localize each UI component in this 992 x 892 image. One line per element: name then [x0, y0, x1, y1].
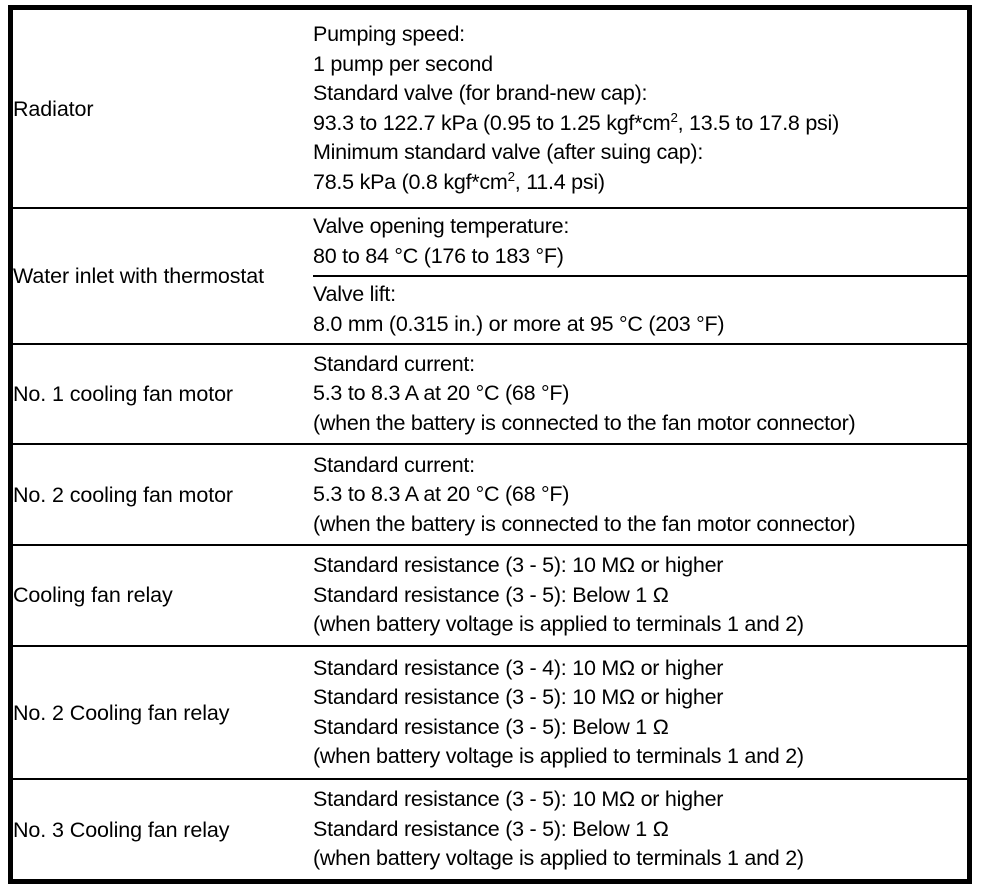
spec-value-cell: Standard resistance (3 - 5): 10 MΩ or hi…: [313, 778, 967, 879]
spec-value-lines: Standard resistance (3 - 5): 10 MΩ or hi…: [313, 551, 967, 640]
table-row: No. 1 cooling fan motor Standard current:…: [13, 342, 967, 445]
table-row: No. 3 Cooling fan relay Standard resistan…: [13, 778, 967, 879]
table-row: Valve lift: 8.0 mm (0.315 in.) or more at…: [13, 274, 967, 344]
spec-label-text: Water inlet with thermostat: [13, 263, 265, 288]
spec-value-line: Standard resistance (3 - 5): 10 MΩ or hi…: [313, 553, 724, 578]
spec-value-line: 80 to 84 °C (176 to 183 °F): [313, 243, 564, 268]
spec-value-line: Standard resistance (3 - 5): Below 1 Ω: [313, 714, 669, 739]
spec-value-line: Valve opening temperature:: [313, 214, 570, 239]
spec-label-cell: Radiator: [13, 10, 313, 208]
spec-label-cell: Water inlet with thermostat: [13, 207, 313, 344]
spec-label-cell: No. 2 cooling fan motor: [13, 443, 313, 546]
spec-value-line: (when battery voltage is applied to term…: [313, 612, 804, 637]
spec-value-cell: Valve opening temperature: 80 to 84 °C (1…: [313, 207, 967, 276]
spec-value-line: 5.3 to 8.3 A at 20 °C (68 °F): [313, 381, 570, 406]
spec-value-line: 93.3 to 122.7 kPa (0.95 to 1.25 kgf*cm2,…: [313, 109, 839, 135]
spec-value-line: Minimum standard valve (after suing cap)…: [313, 140, 704, 165]
spec-value-line: (when the battery is connected to the fa…: [313, 511, 856, 536]
spec-value-line: (when the battery is connected to the fa…: [313, 410, 856, 435]
spec-value-line: Standard current:: [313, 351, 475, 376]
spec-value-lines: Valve lift: 8.0 mm (0.315 in.) or more at…: [313, 280, 967, 339]
spec-value-cell: Standard current: 5.3 to 8.3 A at 20 °C (…: [313, 443, 967, 546]
table-row: Cooling fan relay Standard resistance (3 …: [13, 544, 967, 646]
spec-value-cell: Standard resistance (3 - 5): 10 MΩ or hi…: [313, 544, 967, 646]
spec-value-cell: Standard resistance (3 - 4): 10 MΩ or hi…: [313, 644, 967, 780]
spec-value-line: Standard resistance (3 - 5): 10 MΩ or hi…: [313, 685, 724, 710]
spec-label-text: No. 1 cooling fan motor: [13, 382, 233, 407]
spec-label-cell: No. 1 cooling fan motor: [13, 342, 313, 445]
spec-value-line: Pumping speed:: [313, 22, 465, 47]
spec-label-text: No. 3 Cooling fan relay: [13, 817, 230, 842]
table-row: No. 2 cooling fan motor Standard current:…: [13, 443, 967, 546]
spec-value-line: Standard resistance (3 - 4): 10 MΩ or hi…: [313, 655, 724, 680]
spec-value-line: 5.3 to 8.3 A at 20 °C (68 °F): [313, 482, 570, 507]
spec-value-lines: Standard current: 5.3 to 8.3 A at 20 °C (…: [313, 350, 967, 439]
spec-label-text: No. 2 Cooling fan relay: [13, 700, 230, 725]
spec-value-line: Standard resistance (3 - 5): Below 1 Ω: [313, 816, 669, 841]
table-row: Water inlet with thermostat Valve opening…: [13, 207, 967, 344]
spec-value-line: (when battery voltage is applied to term…: [313, 846, 804, 871]
spec-value-line: 78.5 kPa (0.8 kgf*cm2, 11.4 psi): [313, 168, 605, 194]
spec-label-cell: Cooling fan relay: [13, 544, 313, 646]
spec-value-line: Standard resistance (3 - 5): 10 MΩ or hi…: [313, 787, 724, 812]
spec-value-line: Standard valve (for brand-new cap):: [313, 81, 648, 106]
spec-value-lines: Standard resistance (3 - 5): 10 MΩ or hi…: [313, 785, 967, 874]
spec-value-line: 1 pump per second: [313, 51, 493, 76]
spec-value-cell: Standard current: 5.3 to 8.3 A at 20 °C (…: [313, 342, 967, 445]
spec-value-line: 8.0 mm (0.315 in.) or more at 95 °C (203…: [313, 311, 725, 336]
spec-value-line: Valve lift:: [313, 282, 396, 307]
spec-label-text: Cooling fan relay: [13, 583, 173, 608]
spec-label-text: Radiator: [13, 96, 94, 121]
spec-value-line: Standard resistance (3 - 5): Below 1 Ω: [313, 582, 669, 607]
spec-label-cell: No. 3 Cooling fan relay: [13, 778, 313, 879]
spec-value-lines: Standard current: 5.3 to 8.3 A at 20 °C (…: [313, 451, 967, 540]
spec-value-lines: Standard resistance (3 - 4): 10 MΩ or hi…: [313, 654, 967, 772]
spec-value-line: Standard current:: [313, 452, 475, 477]
spec-value-line: (when battery voltage is applied to term…: [313, 744, 804, 769]
spec-value-lines: Valve opening temperature: 80 to 84 °C (1…: [313, 212, 967, 271]
spec-label-text: No. 2 cooling fan motor: [13, 482, 233, 507]
spec-label-cell: No. 2 Cooling fan relay: [13, 644, 313, 780]
spec-value-cell: Valve lift: 8.0 mm (0.315 in.) or more at…: [313, 274, 967, 344]
